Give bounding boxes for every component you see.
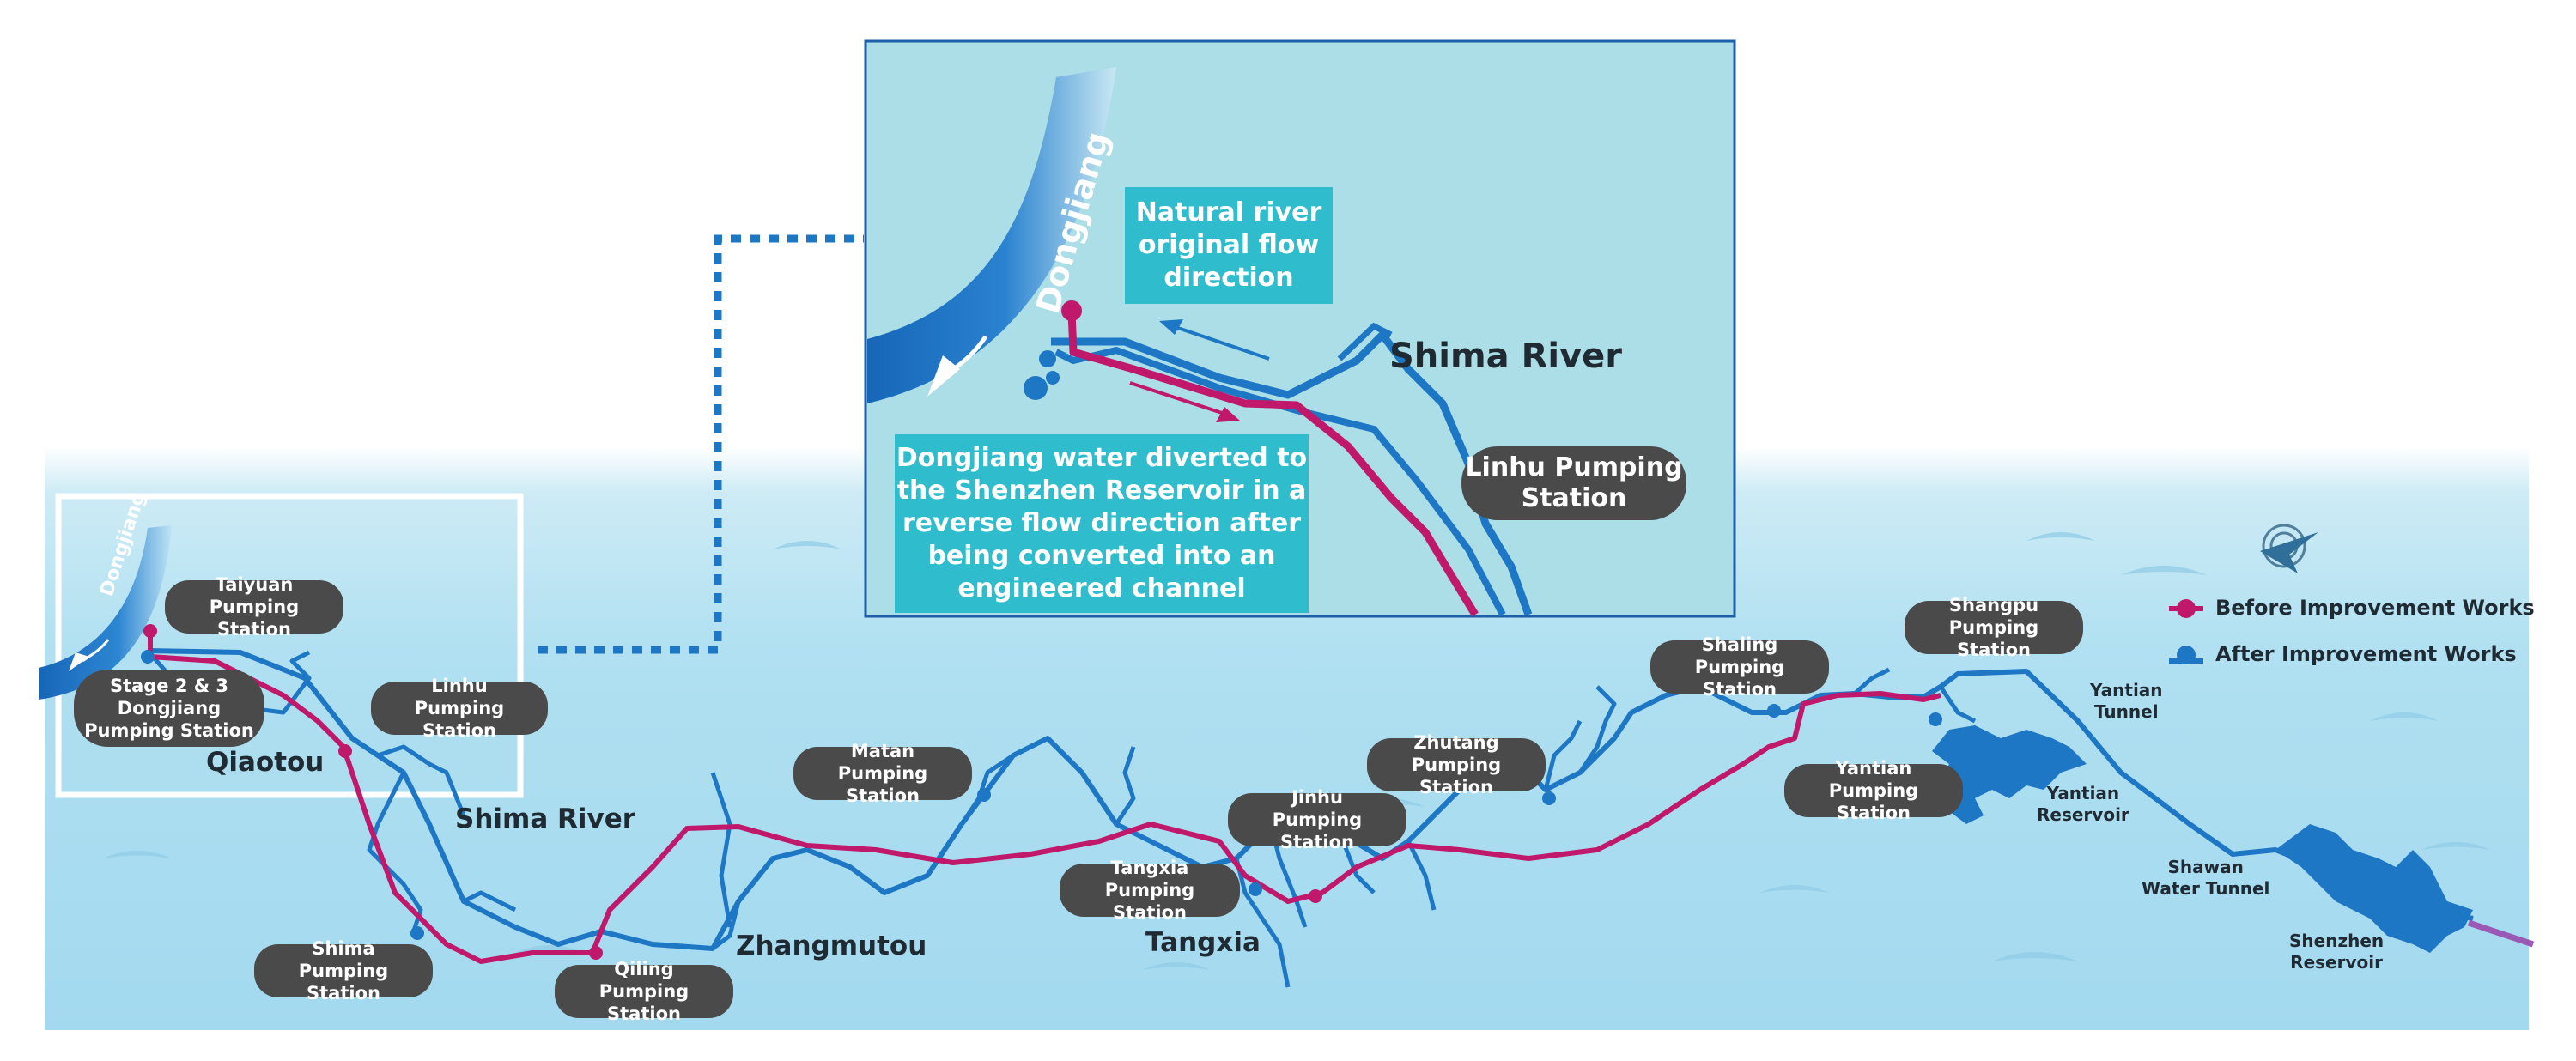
inset-before-dot (1061, 300, 1082, 321)
yantian-reservoir (1932, 725, 2087, 824)
place-shima-river: Shima River (455, 803, 636, 834)
before-station-dots (143, 624, 1322, 960)
inset-after-channel (1051, 330, 1533, 616)
station-zhutang: Zhutang Pumping Station (1367, 732, 1546, 797)
station-shangpu: Shangpu Pumping Station (1905, 595, 2083, 660)
place-shenzhen-reservoir: Shenzhen Reservoir (2289, 931, 2385, 973)
inset-linhu-station: Linhu Pumping Station (1461, 446, 1686, 520)
station-matan: Matan Pumping Station (793, 741, 972, 806)
station-tangxia: Tangxia Pumping Station (1060, 858, 1240, 923)
legend-before-label: Before Improvement Works (2215, 596, 2535, 620)
legend-before-marker (2169, 599, 2203, 618)
legend-before: Before Improvement Works (2215, 596, 2535, 620)
place-qiaotou: Qiaotou (206, 747, 325, 778)
place-tangxia: Tangxia (1145, 927, 1261, 958)
inset-diverted-flow-arrow (1129, 381, 1230, 417)
station-jinhu: Jinhu Pumping Station (1228, 787, 1406, 852)
inset-diverted-callout: Dongjiang water diverted to the Shenzhen… (895, 434, 1309, 613)
legend-after: After Improvement Works (2215, 642, 2517, 666)
wave-marks (103, 532, 2490, 970)
station-stage23-dongjiang: Stage 2 & 3 Dongjiang Pumping Station (74, 670, 264, 747)
before-route-line (148, 634, 1941, 964)
station-shima: Shima Pumping Station (254, 938, 433, 1003)
place-yantian-reservoir: Yantian Reservoir (2037, 783, 2129, 825)
shenzhen-reservoir (2275, 824, 2473, 953)
exit-line (2467, 919, 2535, 948)
station-yantian: Yantian Pumping Station (1784, 758, 1963, 823)
station-qiling: Qiling Pumping Station (555, 959, 733, 1024)
place-shawan-tunnel: Shawan Water Tunnel (2142, 857, 2270, 899)
station-shaling: Shaling Pumping Station (1650, 634, 1829, 700)
legend-after-label: After Improvement Works (2215, 642, 2517, 666)
place-yantian-tunnel: Yantian Tunnel (2090, 680, 2163, 722)
place-zhangmutou: Zhangmutou (736, 931, 927, 961)
dotted-connector (538, 234, 864, 654)
inset-shima-river-label: Shima River (1389, 336, 1623, 376)
inset-after-dot (1039, 350, 1056, 367)
station-linhu: Linhu Pumping Station (371, 676, 548, 741)
inset-dongjiang-river (867, 67, 1116, 403)
inset-before-channel (1067, 312, 1479, 617)
compass-logo-icon (2260, 524, 2318, 573)
inset-natural-flow-arrow (1167, 323, 1270, 361)
after-station-dots (141, 650, 1942, 940)
legend-after-marker (2169, 646, 2203, 664)
inset-frame (55, 493, 524, 798)
inset-natural-flow-callout: Natural river original flow direction (1125, 187, 1333, 304)
station-taiyuan: Taiyuan Pumping Station (165, 574, 343, 640)
